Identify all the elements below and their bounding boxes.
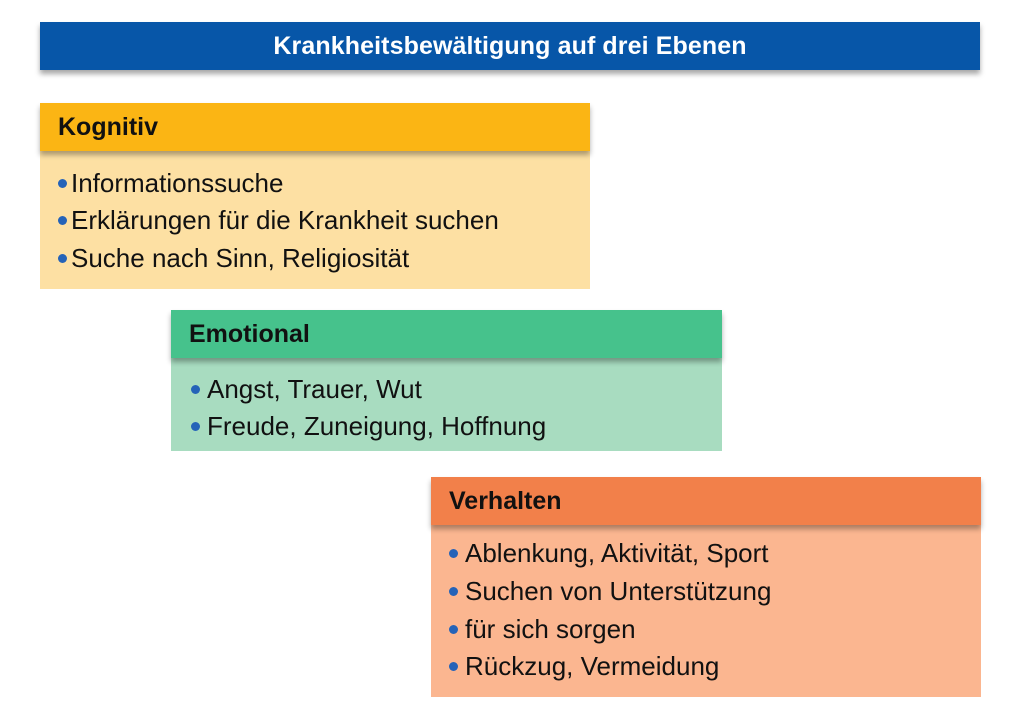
list-item: Freude, Zuneigung, Hoffnung xyxy=(191,408,546,444)
bullet-icon xyxy=(191,421,200,431)
list-item: Informationssuche xyxy=(58,165,283,201)
block-emotional: Emotional Angst, Trauer, Wut Freude, Zun… xyxy=(171,310,722,451)
list-item: Erklärungen für die Krankheit suchen xyxy=(58,202,499,238)
list-item: Angst, Trauer, Wut xyxy=(191,371,422,407)
list-item-text: Erklärungen für die Krankheit suchen xyxy=(71,204,499,235)
block-body-kognitiv: Informationssuche Erklärungen für die Kr… xyxy=(40,151,590,289)
block-header-verhalten: Verhalten xyxy=(431,477,981,525)
list-item: für sich sorgen xyxy=(449,611,636,647)
bullet-icon xyxy=(191,384,200,394)
list-item-text: Freude, Zuneigung, Hoffnung xyxy=(207,410,547,441)
block-header-kognitiv: Kognitiv xyxy=(40,103,590,151)
bullet-icon xyxy=(449,586,458,596)
bullet-icon xyxy=(449,548,458,558)
list-item-text: Informationssuche xyxy=(71,167,284,198)
list-item-text: Rückzug, Vermeidung xyxy=(465,650,720,681)
block-body-emotional: Angst, Trauer, Wut Freude, Zuneigung, Ho… xyxy=(171,358,722,451)
list-item: Suche nach Sinn, Religiosität xyxy=(58,240,409,276)
bullet-icon xyxy=(58,178,67,188)
list-item-text: Ablenkung, Aktivität, Sport xyxy=(465,537,769,568)
block-header-label: Emotional xyxy=(189,319,310,348)
list-item-text: Suchen von Unterstützung xyxy=(465,575,772,606)
diagram-title: Krankheitsbewältigung auf drei Ebenen xyxy=(273,31,747,60)
block-header-label: Kognitiv xyxy=(58,112,158,141)
list-item-text: Suche nach Sinn, Religiosität xyxy=(71,242,410,273)
list-item: Suchen von Unterstützung xyxy=(449,573,771,609)
title-bar: Krankheitsbewältigung auf drei Ebenen xyxy=(40,22,980,70)
bullet-icon xyxy=(449,661,458,671)
list-item-text: für sich sorgen xyxy=(465,613,636,644)
bullet-icon xyxy=(58,253,67,263)
block-body-verhalten: Ablenkung, Aktivität, Sport Suchen von U… xyxy=(431,525,981,697)
list-item-text: Angst, Trauer, Wut xyxy=(207,373,422,404)
block-header-label: Verhalten xyxy=(449,486,562,515)
list-item: Rückzug, Vermeidung xyxy=(449,648,719,684)
bullet-icon xyxy=(58,215,67,225)
bullet-icon xyxy=(449,624,458,634)
block-verhalten: Verhalten Ablenkung, Aktivität, Sport Su… xyxy=(431,477,981,697)
block-header-emotional: Emotional xyxy=(171,310,722,358)
block-kognitiv: Kognitiv Informationssuche Erklärungen f… xyxy=(40,103,590,289)
list-item: Ablenkung, Aktivität, Sport xyxy=(449,535,769,571)
